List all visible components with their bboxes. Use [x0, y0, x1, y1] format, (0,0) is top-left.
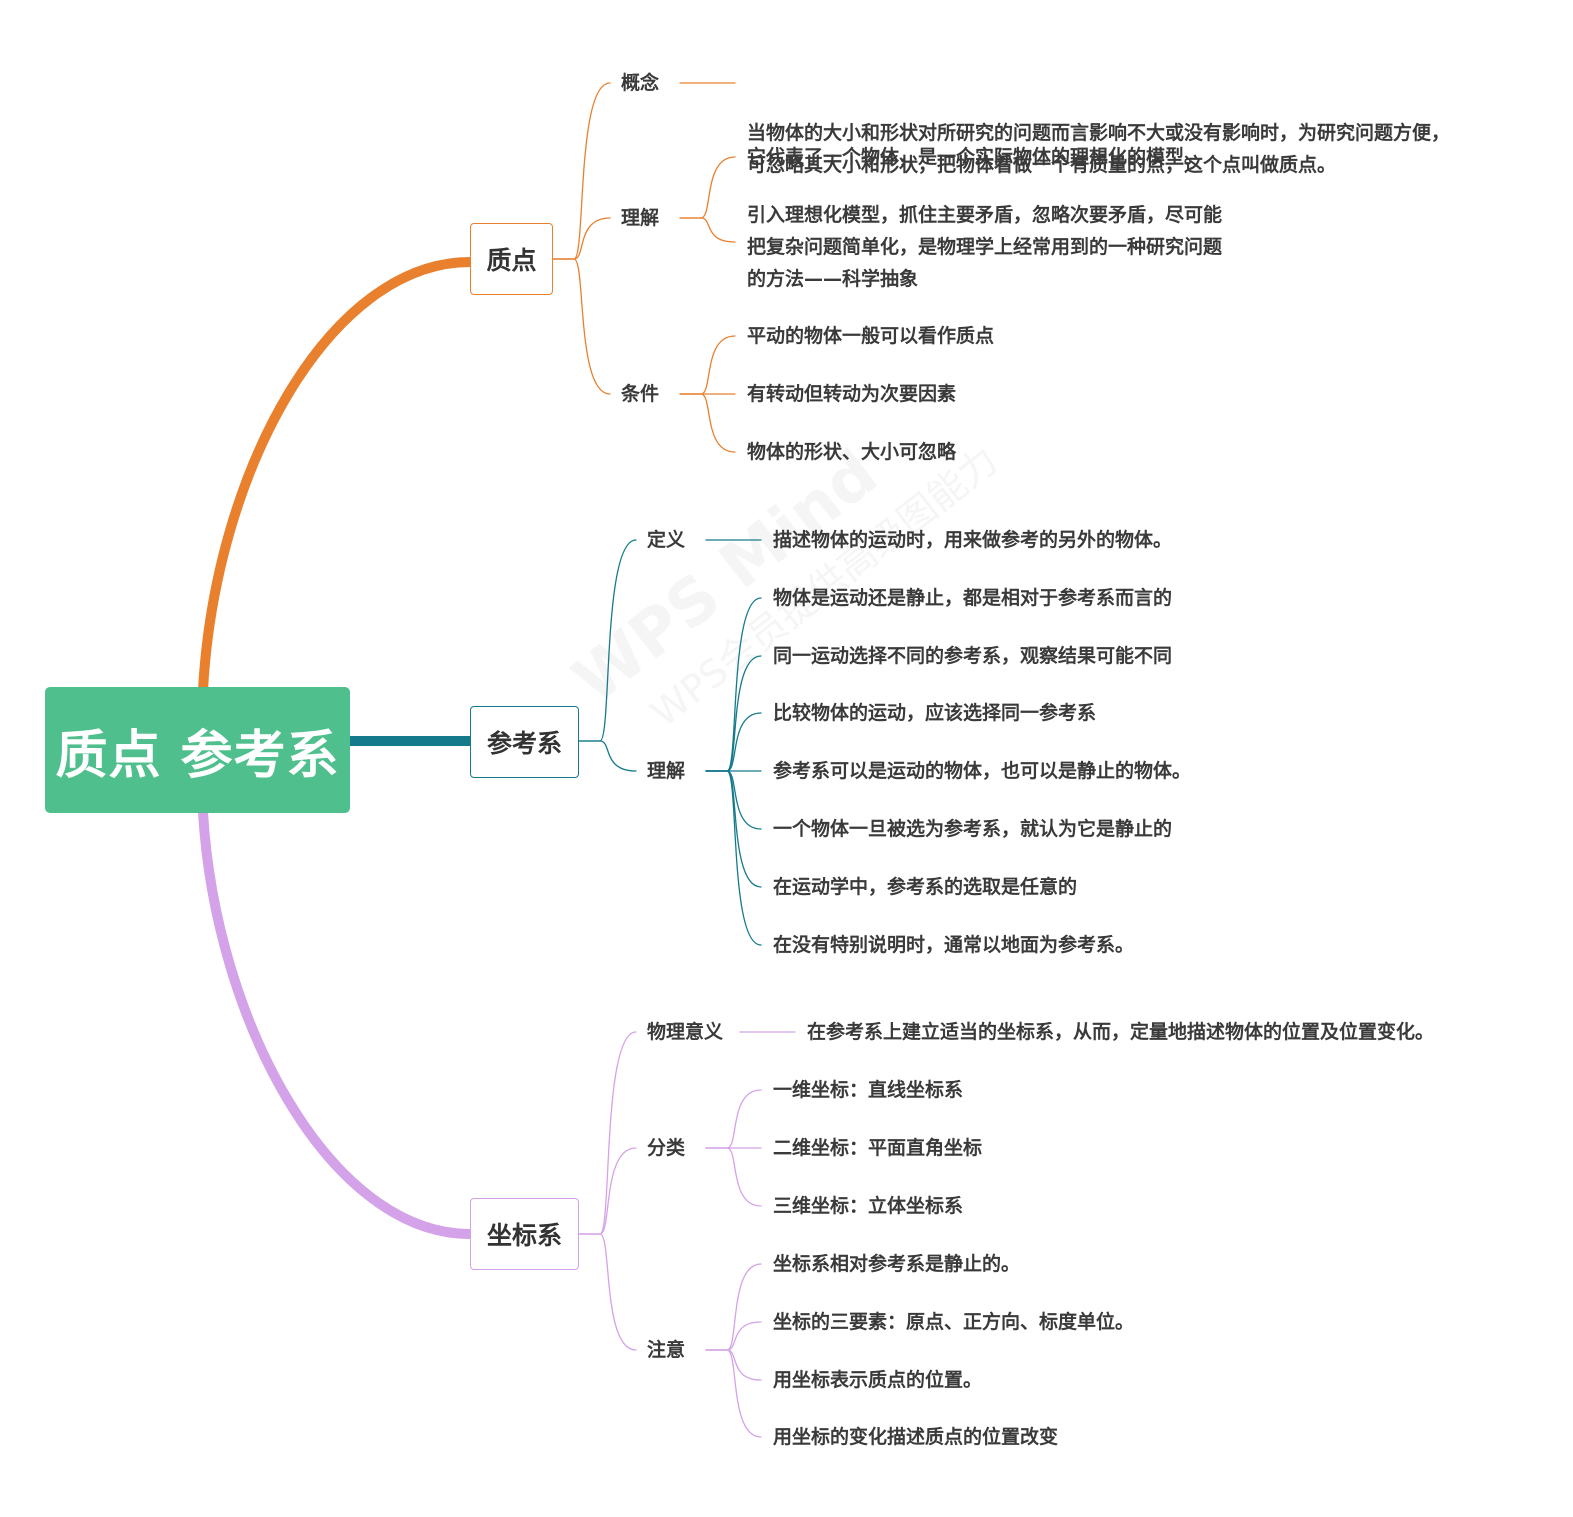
link-lijie1-leaf-0	[679, 156, 736, 219]
link-zuobiaoxi-sub-0	[578, 1031, 637, 1235]
link-cankaoxi-sub-1	[578, 740, 637, 772]
link-fenlei-leaf-0	[705, 1089, 762, 1149]
link-zhuyi-leaf-0	[705, 1263, 762, 1351]
branch-topic-zuobiaoxi[interactable]: 坐标系	[470, 1198, 579, 1270]
subtopic-dingyi[interactable]: 定义	[647, 529, 686, 551]
root-link-zuobiaoxi	[198, 807, 475, 1239]
link-zhidian-sub-0	[552, 82, 611, 260]
leaf-text[interactable]: 有转动但转动为次要因素	[747, 383, 957, 405]
leaf-text[interactable]: 同一运动选择不同的参考系，观察结果可能不同	[773, 645, 1173, 667]
leaf-text[interactable]: 坐标的三要素：原点、正方向、标度单位。	[773, 1311, 1135, 1333]
leaf-text[interactable]: 在参考系上建立适当的坐标系，从而，定量地描述物体的位置及位置变化。	[807, 1021, 1435, 1043]
link-cankaoxi-sub-0	[578, 539, 637, 742]
leaf-text[interactable]: 当物体的大小和形状对所研究的问题而言影响不大或没有影响时，为研究问题方便， 可忽…	[747, 122, 1451, 176]
leaf-text[interactable]: 参考系可以是运动的物体，也可以是静止的物体。	[773, 760, 1192, 782]
leaf-text[interactable]: 在没有特别说明时，通常以地面为参考系。	[773, 934, 1135, 956]
leaf-text[interactable]: 在运动学中，参考系的选取是任意的	[773, 876, 1078, 898]
leaf-text[interactable]: 引入理想化模型，抓住主要矛盾，忽略次要矛盾，尽可能 把复杂问题简单化，是物理学上…	[747, 204, 1223, 290]
subtopic-lijie-1[interactable]: 理解	[621, 207, 660, 229]
branch-topic-zhidian[interactable]: 质点	[470, 223, 553, 295]
leaf-text[interactable]: 二维坐标：平面直角坐标	[773, 1137, 983, 1159]
subtopic-wuli-yiyi[interactable]: 物理意义	[647, 1021, 724, 1043]
leaf-text[interactable]: 坐标系相对参考系是静止的。	[773, 1253, 1021, 1275]
link-zhidian-sub-2	[552, 258, 611, 395]
leaf-text[interactable]: 比较物体的运动，应该选择同一参考系	[773, 702, 1097, 724]
leaf-text[interactable]: 平动的物体一般可以看作质点	[747, 325, 995, 347]
branch-topic-cankaoxi[interactable]: 参考系	[470, 706, 579, 778]
leaf-text[interactable]: 一维坐标：直线坐标系	[773, 1079, 964, 1101]
subtopic-tiaojian[interactable]: 条件	[621, 383, 660, 405]
leaf-text[interactable]: 一个物体一旦被选为参考系，就认为它是静止的	[773, 818, 1173, 840]
link-lijie1-leaf-1	[679, 217, 736, 243]
link-zhuyi-leaf-3	[705, 1349, 762, 1438]
link-tiaojian-leaf-0	[679, 335, 736, 395]
link-lijie2-leaf-6	[705, 770, 762, 946]
subtopic-lijie-2[interactable]: 理解	[647, 760, 686, 782]
link-zuobiaoxi-sub-1	[578, 1147, 637, 1235]
link-zuobiaoxi-sub-2	[578, 1233, 637, 1351]
link-lijie2-leaf-1	[705, 655, 762, 772]
root-link-zhidian	[198, 257, 475, 695]
leaf-text[interactable]: 物体是运动还是静止，都是相对于参考系而言的	[773, 587, 1173, 609]
root-topic[interactable]: 质点 参考系	[45, 687, 350, 813]
leaf-text[interactable]: 用坐标的变化描述质点的位置改变	[773, 1426, 1059, 1448]
subtopic-fenlei[interactable]: 分类	[647, 1137, 686, 1159]
subtopic-zhuyi[interactable]: 注意	[647, 1339, 686, 1361]
link-tiaojian-leaf-2	[679, 393, 736, 453]
leaf-text[interactable]: 用坐标表示质点的位置。	[773, 1369, 983, 1391]
link-lijie2-leaf-5	[705, 770, 762, 888]
leaf-text[interactable]: 三维坐标：立体坐标系	[773, 1195, 964, 1217]
leaf-text[interactable]: 描述物体的运动时，用来做参考的另外的物体。	[773, 529, 1173, 551]
leaf-text[interactable]: 物体的形状、大小可忽略	[747, 441, 957, 463]
link-fenlei-leaf-2	[705, 1147, 762, 1207]
link-zhidian-sub-1	[552, 217, 611, 260]
subtopic-gainian[interactable]: 概念	[621, 72, 660, 94]
leaf-text[interactable]: 它代表了一个物体，是一个实际物体的理想化的模型。	[747, 146, 1204, 168]
